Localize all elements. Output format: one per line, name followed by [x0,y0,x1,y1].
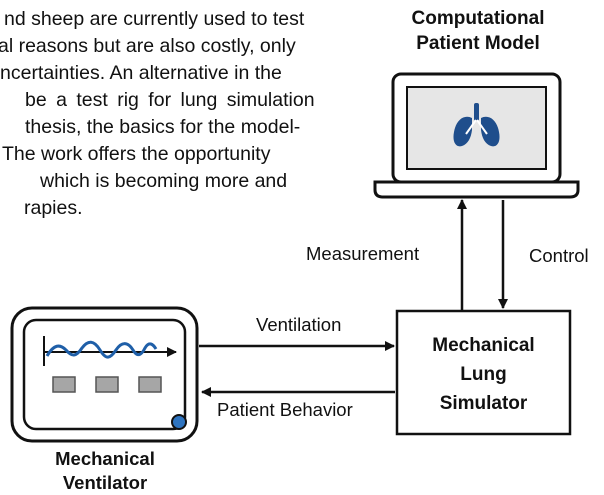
measurement-label: Measurement [306,243,420,264]
lung-simulator-box [395,309,572,436]
ventilation-label: Ventilation [256,314,342,335]
lung-simulator-line1: Mechanical [432,335,535,356]
paragraph-line-3: ncertainties. An alternative in the [0,62,282,84]
paragraph-line-6: The work offers the opportunity [2,143,271,165]
paragraph-line-8: rapies. [24,197,83,219]
ventilator-line1: Mechanical [55,448,155,469]
laptop-icon [373,72,580,199]
ventilator-line2: Ventilator [62,472,148,493]
body-paragraph: nd sheep are currently used to test al r… [0,6,370,222]
paragraph-line-7: which is becoming more and [40,170,288,192]
computational-model-line2: Patient Model [416,33,540,54]
lung-simulator-line2: Lung [460,364,507,385]
computational-model-title: Computational Patient Model [380,6,576,56]
ventilator-label: Mechanical Ventilator [10,447,200,495]
lungs-icon [453,103,500,147]
patient-behavior-label: Patient Behavior [217,399,353,420]
lung-simulator-label: Mechanical Lung Simulator [399,331,568,418]
paragraph-line-1: nd sheep are currently used to test [4,8,305,30]
paragraph-line-5: thesis, the basics for the model- [25,116,301,138]
paragraph-line-4: be a test rig for lung simulation [25,89,315,111]
paragraph-line-2: al reasons but are also costly, only [0,35,296,57]
ventilator-icon [10,306,199,443]
computational-model-line1: Computational [411,8,545,29]
control-label: Control [529,245,589,266]
lung-simulator-line3: Simulator [439,393,528,414]
